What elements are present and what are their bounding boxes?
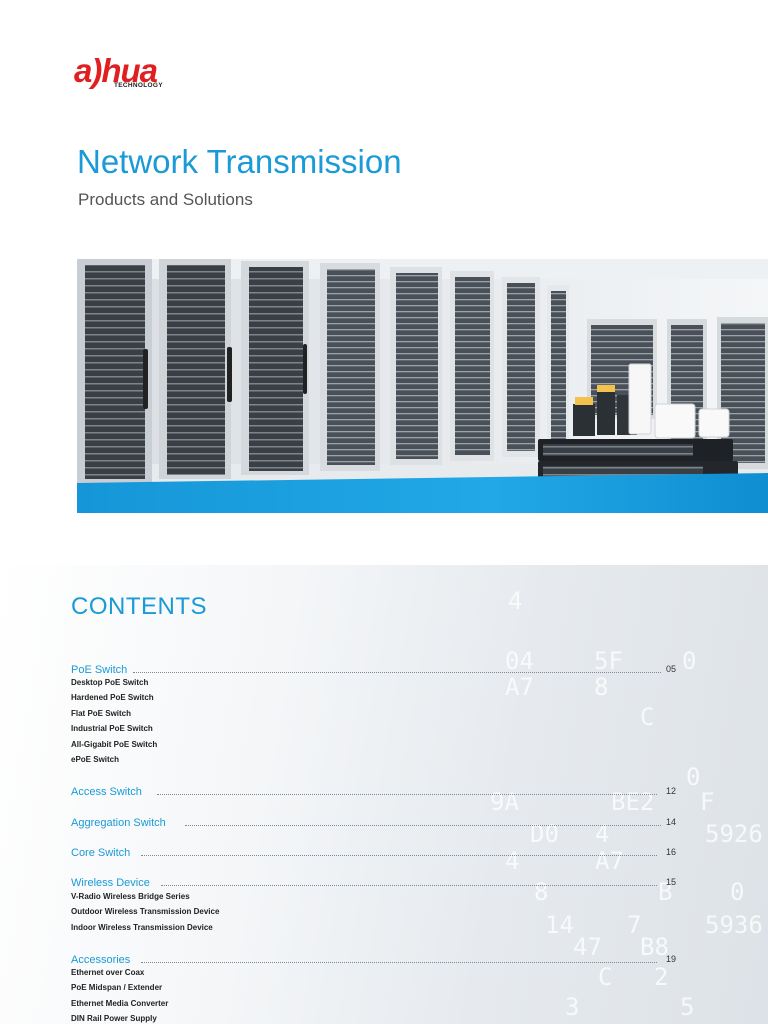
hex-glyph: 2 [654, 963, 668, 991]
page-subtitle: Products and Solutions [78, 190, 253, 209]
toc-leader-dots [161, 885, 657, 886]
toc-section-label[interactable]: PoE Switch [71, 664, 128, 676]
hex-glyph: 9A [490, 788, 519, 816]
hex-glyph: 5 [680, 993, 694, 1021]
toc-section[interactable]: Wireless Device 15 [71, 877, 676, 891]
toc-subitem[interactable]: DIN Rail Power Supply [71, 1014, 157, 1024]
toc-leader-dots [185, 825, 661, 826]
hex-glyph: A7 [505, 673, 534, 701]
toc-leader-dots [133, 672, 661, 673]
toc-subitem[interactable]: ePoE Switch [71, 755, 120, 764]
hex-glyph: F [700, 788, 714, 816]
toc-page-number: 19 [665, 954, 676, 964]
hex-glyph: 4 [508, 587, 522, 615]
hex-glyph: C [598, 963, 612, 991]
toc-section-label[interactable]: Wireless Device [71, 877, 150, 889]
toc-subitem[interactable]: V-Radio Wireless Bridge Series [71, 892, 190, 901]
toc-subitem[interactable]: Desktop PoE Switch [71, 678, 149, 687]
hex-glyph: B [658, 878, 672, 906]
toc-subitem[interactable]: PoE Midspan / Extender [71, 983, 163, 993]
toc-section[interactable]: Core Switch 16 [71, 847, 676, 861]
hex-glyph: 47 [573, 933, 602, 961]
toc-page-number: 16 [665, 847, 676, 857]
hex-glyph: 5F [594, 647, 623, 675]
logo-tagline: TECHNOLOGY [114, 82, 163, 89]
toc-section-label[interactable]: Accessories [71, 954, 131, 966]
hero-image [77, 259, 768, 513]
hex-glyph: 04 [505, 647, 534, 675]
toc-leader-dots [141, 962, 657, 963]
toc-section-label[interactable]: Core Switch [71, 847, 131, 859]
hex-glyph: 5936 [705, 911, 763, 939]
hex-glyph: 8 [594, 673, 608, 701]
server-room-illustration [77, 259, 768, 513]
hex-glyph: 0 [682, 647, 696, 675]
hex-glyph: 14 [545, 911, 574, 939]
toc-page-number: 14 [665, 817, 676, 827]
toc-subitem[interactable]: Hardened PoE Switch [71, 693, 154, 703]
hex-glyph: 0 [730, 878, 744, 906]
hex-glyph: 0 [686, 763, 700, 791]
toc-page-number: 05 [665, 664, 676, 674]
toc-section-label[interactable]: Aggregation Switch [71, 817, 166, 829]
toc-section[interactable]: Aggregation Switch 14 [71, 817, 676, 831]
hex-glyph: A7 [595, 847, 624, 875]
logo-wordmark: a)hua [74, 52, 158, 89]
hex-glyph: 5926 [705, 820, 763, 848]
toc-leader-dots [141, 855, 657, 856]
hex-glyph: D0 [530, 820, 559, 848]
hex-glyph: 4 [595, 820, 609, 848]
hex-glyph: B8 [640, 933, 669, 961]
toc-subitem[interactable]: All-Gigabit PoE Switch [71, 739, 158, 749]
toc-leader-dots [157, 794, 657, 795]
toc-subitem[interactable]: Industrial PoE Switch [71, 724, 153, 734]
hex-glyph: 3 [565, 993, 579, 1021]
hex-glyph: BE2 [611, 788, 654, 816]
hex-glyph: 7 [627, 911, 641, 939]
toc-section[interactable]: Accessories 19 [71, 954, 676, 968]
page-title: Network Transmission [77, 143, 402, 180]
toc-page-number: 12 [665, 786, 676, 796]
dahua-logo: a)hua TECHNOLOGY [74, 52, 204, 94]
toc-subitem[interactable]: Indoor Wireless Transmission Device [71, 922, 213, 932]
hex-glyph: 4 [505, 847, 519, 875]
toc-section[interactable]: Access Switch 12 [71, 786, 676, 800]
toc-subitem[interactable]: Flat PoE Switch [71, 708, 132, 718]
contents-heading: CONTENTS [71, 593, 207, 620]
toc-subitem[interactable]: Outdoor Wireless Transmission Device [71, 907, 220, 917]
toc-page-number: 15 [665, 877, 676, 887]
toc-subitem[interactable]: Ethernet Media Converter [71, 998, 169, 1008]
hex-glyph: C [640, 703, 654, 731]
toc-section[interactable]: PoE Switch 05 [71, 664, 676, 678]
toc-subitem[interactable]: Ethernet over Coax [71, 968, 145, 977]
toc-section-label[interactable]: Access Switch [71, 786, 142, 798]
